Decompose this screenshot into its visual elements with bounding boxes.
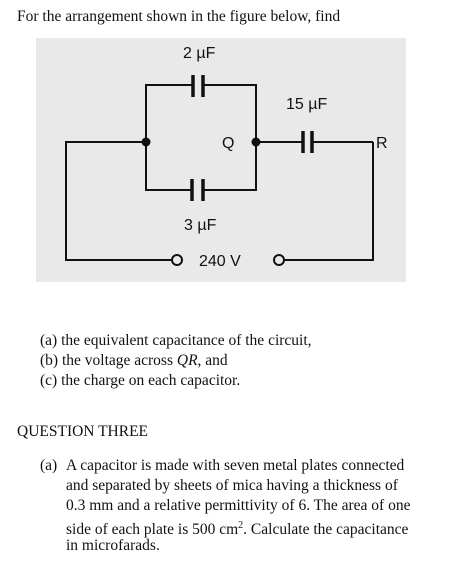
question-intro: For the arrangement shown in the figure … xyxy=(17,8,341,25)
sub-question-text-end: , and xyxy=(197,352,228,369)
item-line-end: . Calculate the capacitance xyxy=(243,521,409,539)
sub-question-label: (a) xyxy=(40,332,58,349)
label-3uF: 3 µF xyxy=(184,217,217,234)
label-15uF: 15 µF xyxy=(286,96,327,113)
label-r: R xyxy=(376,135,388,152)
sub-question-b: (b) the voltage across QR, and xyxy=(40,351,312,371)
label-2uF: 2 µF xyxy=(183,45,216,62)
wire-right-loop xyxy=(284,142,374,261)
item-line: 0.3 mm and a relative permittivity of 6.… xyxy=(66,497,411,514)
sub-question-label: (b) xyxy=(40,352,59,369)
sub-question-label: (c) xyxy=(40,372,58,389)
item-line: A capacitor is made with seven metal pla… xyxy=(66,457,405,474)
item-line: in microfarads. xyxy=(66,537,160,554)
wire-top-branch-right xyxy=(204,84,257,142)
terminal-right xyxy=(273,254,285,266)
label-q: Q xyxy=(222,135,234,152)
item-label: (a) xyxy=(40,457,58,474)
item-line-start: side of each plate is 500 cm xyxy=(66,521,239,539)
label-source-voltage: 240 V xyxy=(199,253,241,270)
terminal-left xyxy=(171,254,183,266)
item-text: A capacitor is made with seven metal pla… xyxy=(66,456,438,556)
item-line: side of each plate is 500 cm2. Calculate… xyxy=(66,516,438,539)
sub-question-text: the charge on each capacitor. xyxy=(61,372,241,389)
sub-question-a: (a) the equivalent capacitance of the ci… xyxy=(40,331,312,351)
circuit-diagram: 2 µF 15 µF 3 µF Q R 240 V xyxy=(65,45,388,270)
question-three-heading: QUESTION THREE xyxy=(17,423,149,440)
sub-question-emphasis: QR xyxy=(176,352,198,369)
circuit-figure: 2 µF 15 µF 3 µF Q R 240 V xyxy=(36,38,406,282)
item-line: and separated by sheets of mica having a… xyxy=(66,477,398,494)
sub-question-c: (c) the charge on each capacitor. xyxy=(40,371,312,391)
junction-q xyxy=(251,137,261,147)
junction-left xyxy=(141,137,151,147)
wire-left-loop xyxy=(65,141,172,261)
wire-bottom-branch-left xyxy=(145,142,191,191)
wire-top-branch-left xyxy=(145,84,192,142)
sub-question-text: the voltage across xyxy=(61,352,177,369)
wire-bottom-branch-right xyxy=(204,142,257,191)
sub-questions: (a) the equivalent capacitance of the ci… xyxy=(40,331,312,391)
superscript: 2 xyxy=(238,520,244,531)
sub-question-text: the equivalent capacitance of the circui… xyxy=(61,332,312,349)
